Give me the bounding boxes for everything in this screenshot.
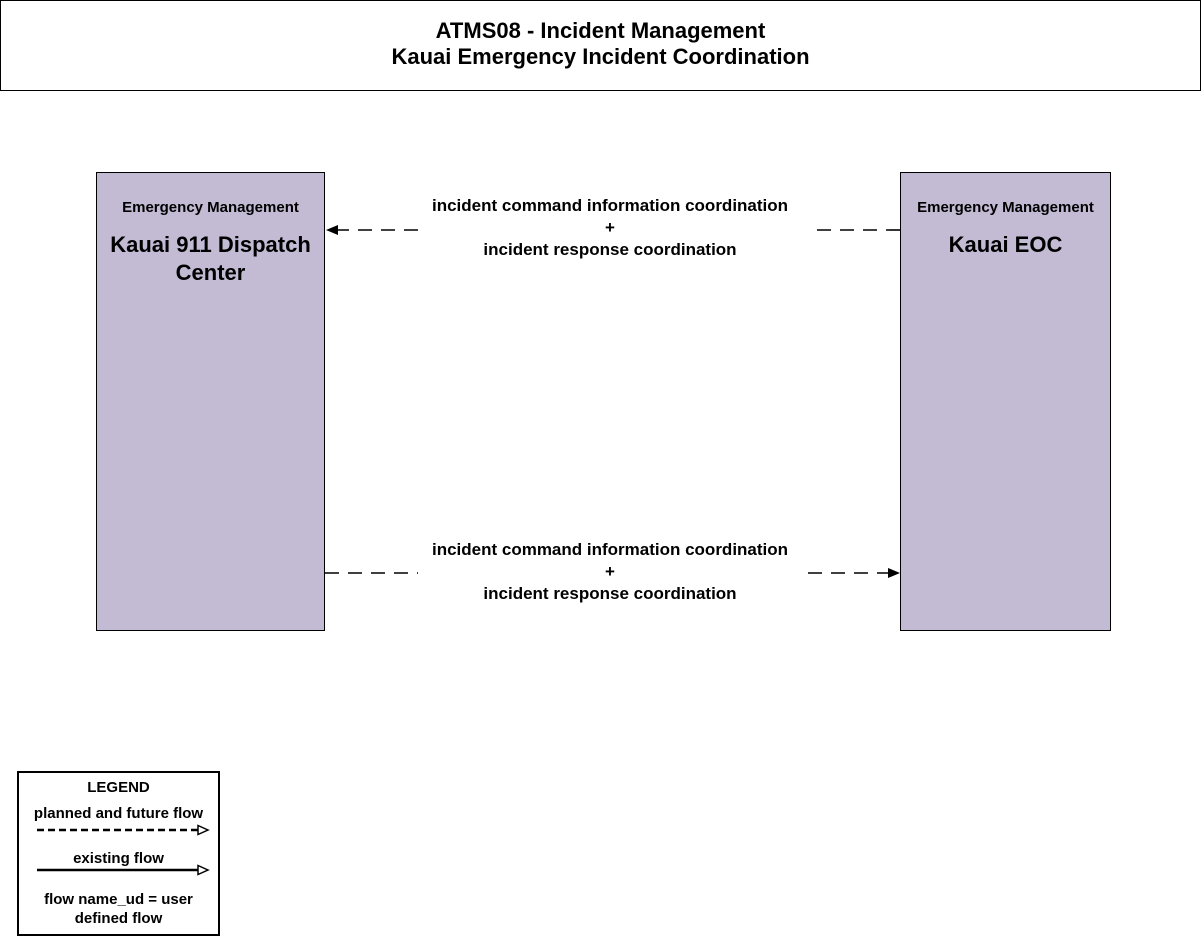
arrowhead-left-icon — [326, 225, 338, 235]
flow-name: incident response coordination — [483, 584, 737, 603]
flow-plus: + — [605, 562, 615, 581]
diagram-title: ATMS08 - Incident Management — [435, 18, 766, 43]
entity-kauai-911-dispatch-center: Emergency Management Kauai 911 Dispatch … — [96, 172, 325, 631]
entity-name: Kauai 911 Dispatch Center — [110, 232, 311, 285]
flow-plus: + — [605, 218, 615, 237]
legend-existing-line — [37, 864, 210, 876]
entity-category: Emergency Management — [122, 199, 299, 216]
legend: LEGEND planned and future flow existing … — [17, 771, 220, 936]
legend-planned-label: planned and future flow — [33, 805, 204, 822]
entity-name: Kauai EOC — [948, 232, 1063, 257]
flow-arrow-bottom — [325, 568, 900, 578]
entity-category: Emergency Management — [917, 199, 1094, 216]
diagram-title-box: ATMS08 - Incident Management Kauai Emerg… — [0, 0, 1201, 91]
diagram-subtitle: Kauai Emergency Incident Coordination — [391, 44, 810, 69]
arrowhead-right-icon — [888, 568, 900, 578]
flow-name: incident command information coordinatio… — [431, 540, 789, 559]
flow-label-bottom: incident command information coordinatio… — [390, 539, 830, 605]
flow-label-top: incident command information coordinatio… — [390, 195, 830, 261]
entity-kauai-eoc: Emergency Management Kauai EOC — [900, 172, 1111, 631]
flow-name: incident command information coordinatio… — [431, 196, 789, 215]
flow-arrow-top — [326, 225, 900, 235]
legend-user-defined-label: flow name_ud = user defined flow — [44, 891, 193, 927]
legend-planned-line — [37, 824, 210, 836]
legend-title: LEGEND — [87, 779, 150, 796]
legend-existing-label: existing flow — [73, 850, 164, 867]
flow-name: incident response coordination — [483, 240, 737, 259]
